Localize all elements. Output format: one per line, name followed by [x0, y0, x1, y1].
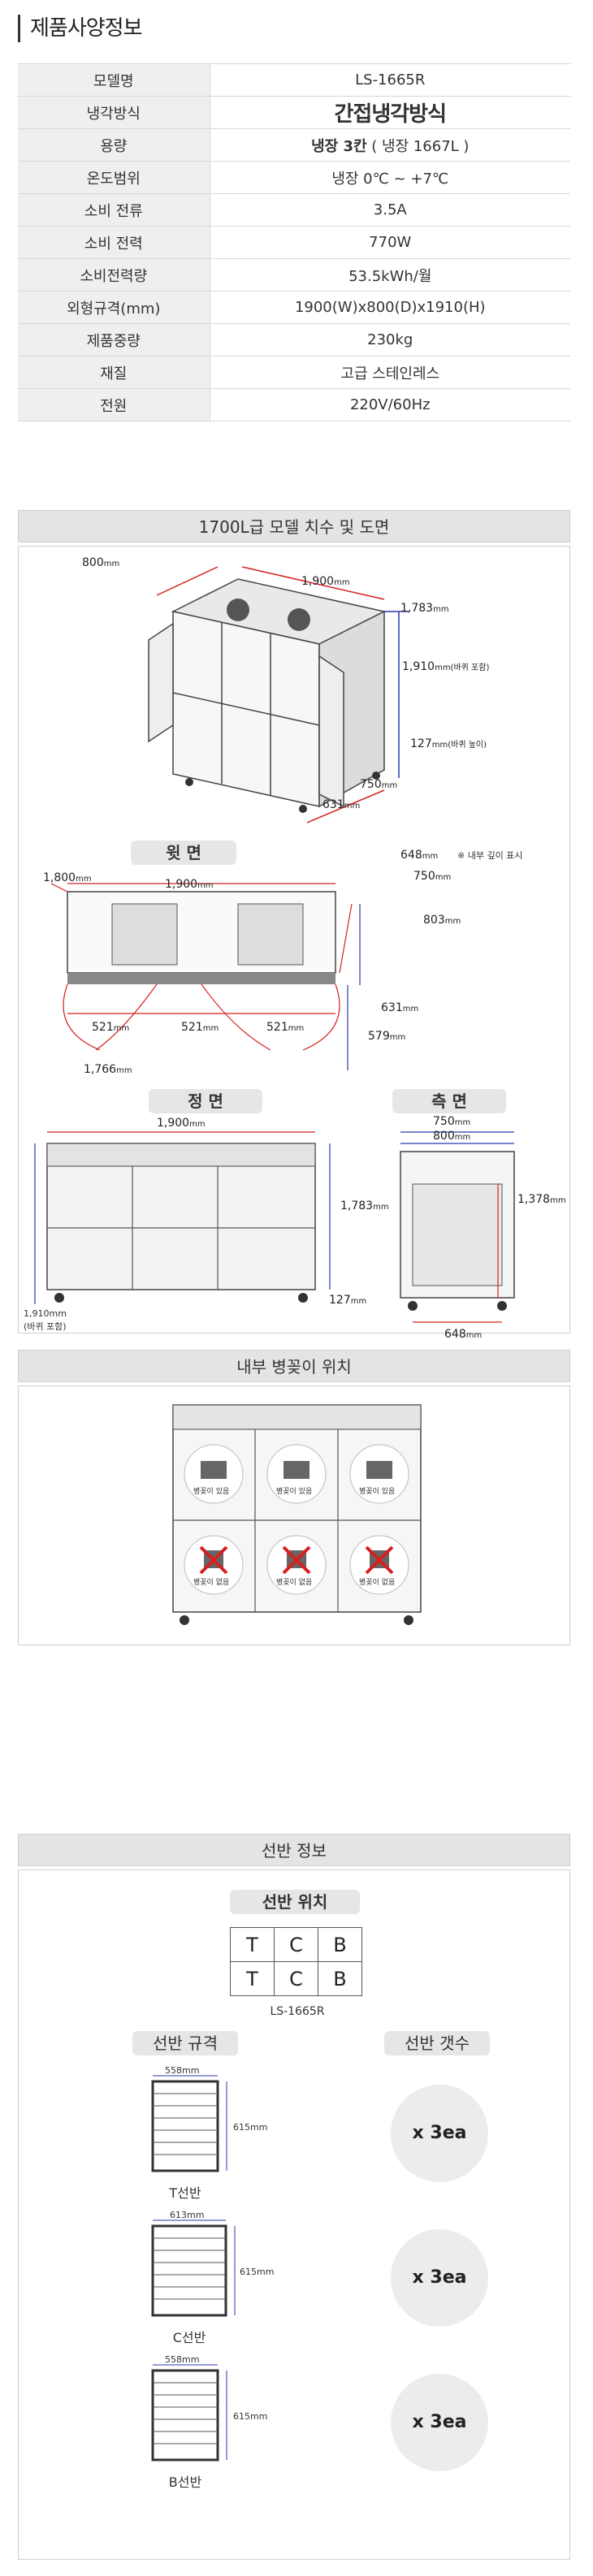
shelf-c-name: C선반: [172, 2330, 206, 2345]
shelf-count-title: 선반 갯수: [384, 2031, 490, 2055]
bottle-upper-label-1: 병꽂이 있음: [193, 1488, 230, 1496]
top-dim-door1: 521mm: [92, 1021, 130, 1034]
side-view-label: 측 면: [392, 1089, 506, 1113]
shelf-c-drawing: [151, 2219, 236, 2317]
shelf-t-width: 558mm: [165, 2065, 200, 2076]
top-dim-579: 579mm: [368, 1030, 406, 1043]
shelf-section-title: 선반 정보: [18, 1834, 570, 1866]
front-dim-1783: 1,783mm: [340, 1199, 389, 1212]
side-dim-750: 750mm: [433, 1115, 471, 1128]
bottle-upper-label-3: 병꽂이 있음: [359, 1488, 396, 1496]
shelf-t-name: T선반: [169, 2185, 201, 2201]
top-dim-swing: 1,766mm: [84, 1063, 132, 1076]
shelf-c-count: x 3ea: [391, 2229, 488, 2327]
top-view-label: 윗 면: [131, 841, 236, 865]
shelf-position-title: 선반 위치: [230, 1890, 360, 1914]
shelf-c-width: 613mm: [170, 2210, 205, 2220]
shelf-b-count: x 3ea: [391, 2374, 488, 2471]
top-dim-1900: 1,900mm: [165, 878, 214, 891]
iso-dim-127: 127mm(바퀴 높이): [410, 737, 487, 750]
bottle-layout-drawing: [172, 1404, 422, 1625]
dims-section-title: 1700L급 모델 치수 및 도면: [18, 510, 570, 542]
shelf-c-height: 615mm: [240, 2267, 275, 2277]
top-dim-door3: 521mm: [266, 1021, 305, 1034]
bottle-lower-label-2: 병꽂이 없음: [276, 1579, 313, 1587]
dims-panel: 800mm 1,900mm 1,783mm 1,910mm(바퀴 포함) 127…: [18, 546, 570, 1341]
top-dim-1800: 1,800mm: [43, 871, 92, 884]
front-dim-1910: 1,910mm: [24, 1308, 67, 1319]
shelf-t-height: 615mm: [233, 2122, 268, 2133]
side-view-drawing: [400, 1131, 515, 1323]
top-dim-631: 631mm: [381, 1001, 419, 1014]
side-dim-648: 648mm: [444, 1328, 483, 1341]
shelf-b-height: 615mm: [233, 2411, 268, 2422]
page-title: 제품사양정보: [18, 15, 143, 42]
side-dim-1378: 1,378mm: [517, 1193, 566, 1206]
bottle-panel: 병꽂이 있음 병꽂이 있음 병꽂이 있음 병꽂이 없음 병꽂이 없음 병꽂이 없…: [18, 1385, 570, 1645]
top-dim-door2: 521mm: [181, 1021, 219, 1034]
front-view-label: 정 면: [149, 1089, 262, 1113]
iso-dim-1900: 1,900mm: [301, 575, 350, 588]
shelf-model: LS-1665R: [270, 2005, 325, 2018]
iso-dim-1783: 1,783mm: [400, 602, 449, 615]
top-view-drawing: [50, 883, 361, 1070]
iso-refrigerator-drawing: [148, 566, 409, 823]
top-view-note: ※ 내부 깊이 표시: [457, 850, 523, 861]
shelf-t-count: x 3ea: [391, 2085, 488, 2182]
side-dim-800: 800mm: [433, 1130, 471, 1143]
top-dim-803: 803mm: [423, 914, 461, 927]
top-dim-648: 648mm: [400, 849, 439, 862]
shelf-b-drawing: [151, 2364, 227, 2461]
front-view-drawing: [34, 1131, 331, 1304]
bottle-section-title: 내부 병꽂이 위치: [18, 1350, 570, 1382]
shelf-b-width: 558mm: [165, 2354, 200, 2365]
bottle-upper-label-2: 병꽂이 있음: [276, 1488, 313, 1496]
shelf-t-drawing: [151, 2075, 227, 2172]
front-dim-127: 127mm: [329, 1294, 367, 1307]
shelf-spec-title: 선반 규격: [132, 2031, 238, 2055]
iso-dim-750: 750mm: [360, 778, 398, 791]
front-dim-1900: 1,900mm: [157, 1117, 206, 1130]
table-row: 외형규격(mm)1900(W)x800(D)x1910(H): [18, 291, 570, 324]
shelf-b-name: B선반: [168, 2474, 202, 2490]
front-dim-1910-note: (바퀴 포함): [24, 1321, 67, 1332]
bottle-lower-label-3: 병꽂이 없음: [359, 1579, 396, 1587]
top-dim-750: 750mm: [413, 870, 452, 883]
iso-dim-631: 631mm: [322, 798, 361, 811]
bottle-lower-label-1: 병꽂이 없음: [193, 1579, 230, 1587]
iso-dim-800: 800mm: [82, 556, 120, 569]
iso-dim-1910: 1,910mm(바퀴 포함): [402, 660, 490, 673]
